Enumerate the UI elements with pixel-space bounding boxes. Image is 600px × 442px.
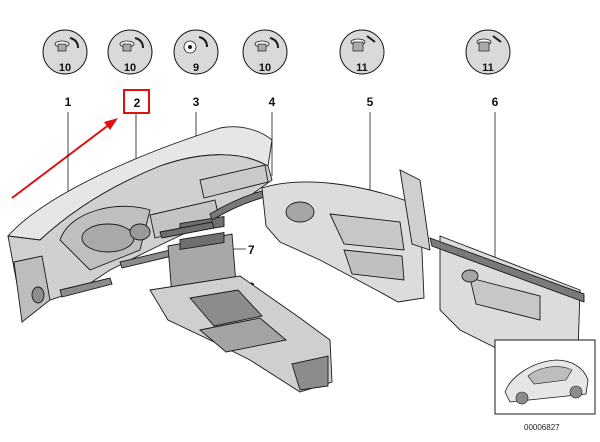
callout-3: 3 [193,95,200,109]
clip-square-icon [476,35,502,52]
callout-6: 6 [492,95,499,109]
clip-bubble-1: 10 [42,29,88,75]
clip-square-icon [350,35,376,52]
clip-bubble-3: 9 [173,29,219,75]
clip-round-icon [254,37,279,52]
quantity-label-6: 11 [482,62,494,74]
clip-round-icon [119,37,144,52]
clip-bubble-4: 10 [242,29,288,75]
clip-round-icon [54,37,79,52]
clip-star-icon [183,36,208,54]
clip-bubble-2: 10 [107,29,153,75]
quantity-label-3: 9 [193,62,199,74]
quantity-label-2: 10 [124,62,136,74]
callout-2: 2 [134,96,141,110]
clip-bubble-5: 11 [339,29,385,75]
quantity-label-5: 11 [356,62,368,74]
quantity-label-4: 10 [259,62,271,74]
clip-bubble-6: 11 [465,29,511,75]
drawing-reference-number: 00006827 [524,423,560,432]
callout-7: 7 [248,243,255,257]
callout-4: 4 [269,95,276,109]
callout-5: 5 [367,95,374,109]
car-thumbnail [494,339,596,415]
callout-2-highlight-box [123,89,150,114]
red-pointer-arrow [11,118,118,199]
quantity-label-1: 10 [59,62,71,74]
callout-1: 1 [65,95,72,109]
